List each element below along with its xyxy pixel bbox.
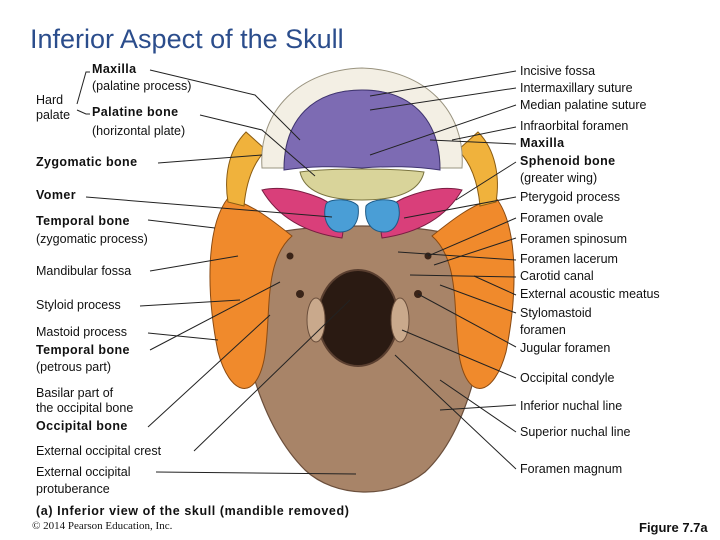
label-external-acoustic-meatus: External acoustic meatus: [520, 287, 660, 301]
label-intermaxillary-suture: Intermaxillary suture: [520, 81, 633, 95]
label-basilar: Basilar part of: [36, 386, 114, 400]
label-stylomastoid: Stylomastoid: [520, 306, 592, 320]
copyright-credit: © 2014 Pearson Education, Inc.: [32, 520, 173, 532]
label-maxilla-left: Maxilla: [92, 62, 137, 76]
label-pterygoid-process: Pterygoid process: [520, 190, 621, 204]
label-basilar-2: the occipital bone: [36, 401, 134, 415]
zygomatic-bone-right-shape: [457, 131, 498, 207]
zygomatic-bone-left-shape: [226, 131, 267, 207]
label-palatine-sub: (horizontal plate): [92, 124, 186, 138]
label-external-occipital-crest: External occipital crest: [36, 444, 162, 458]
label-zygomatic: Zygomatic bone: [36, 155, 138, 169]
label-styloid: Styloid process: [36, 298, 121, 312]
label-vomer: Vomer: [36, 188, 76, 202]
occipital-condyle-left-shape: [306, 297, 326, 343]
label-sphenoid-sub: (greater wing): [520, 171, 598, 185]
label-stylomastoid-2: foramen: [520, 323, 566, 337]
right-leader-lines: [369, 70, 517, 470]
label-temporal-petrous: Temporal bone: [36, 343, 130, 357]
label-hard-palate-text: Hard palate: [36, 93, 71, 122]
foramen-magnum-shape: [317, 269, 399, 367]
maxilla-shape: [283, 89, 441, 171]
label-palatine: Palatine bone: [92, 105, 179, 119]
label-carotid-canal: Carotid canal: [520, 269, 594, 283]
label-mandibular-fossa: Mandibular fossa: [36, 264, 132, 278]
temporal-bone-left-shape: [209, 197, 293, 389]
label-temporal-zygomatic: Temporal bone: [36, 214, 130, 228]
label-jugular-foramen: Jugular foramen: [520, 341, 611, 355]
label-superior-nuchal-line: Superior nuchal line: [520, 425, 631, 439]
left-leader-lines: [76, 69, 357, 475]
label-incisive-fossa: Incisive fossa: [520, 64, 596, 78]
label-infraorbital-foramen: Infraorbital foramen: [520, 119, 629, 133]
label-hard-palate: Hard palate: [36, 93, 70, 123]
figure-caption: (a) Inferior view of the skull (mandible…: [36, 504, 350, 518]
label-inferior-nuchal-line: Inferior nuchal line: [520, 399, 623, 413]
label-foramen-lacerum: Foramen lacerum: [520, 252, 618, 266]
palatine-bone-shape: [299, 168, 425, 201]
label-median-palatine-suture: Median palatine suture: [520, 98, 647, 112]
label-maxilla-sub: (palatine process): [92, 79, 192, 93]
label-foramen-magnum: Foramen magnum: [520, 462, 623, 476]
vomer-shape: [324, 199, 359, 233]
label-foramen-spinosum: Foramen spinosum: [520, 232, 627, 246]
foramen-ovale-shape: [286, 252, 294, 260]
label-external-occipital-protuberance-2: protuberance: [36, 482, 110, 496]
occipital-condyle-right-shape: [390, 297, 410, 343]
vomer-shape-right: [365, 199, 400, 233]
label-foramen-ovale: Foramen ovale: [520, 211, 604, 225]
page-title: Inferior Aspect of the Skull: [30, 24, 344, 54]
label-occipital: Occipital bone: [36, 419, 128, 433]
label-maxilla-right: Maxilla: [520, 136, 565, 150]
label-external-occipital-protuberance: External occipital: [36, 465, 131, 479]
label-temporal-petrous-sub: (petrous part): [36, 360, 112, 374]
label-occipital-condyle: Occipital condyle: [520, 371, 615, 385]
label-mastoid: Mastoid process: [36, 325, 128, 339]
jugular-foramen-shape: [296, 290, 304, 298]
figure-number: Figure 7.7a: [639, 520, 708, 535]
label-sphenoid: Sphenoid bone: [520, 154, 616, 168]
label-temporal-zygomatic-sub: (zygomatic process): [36, 232, 148, 246]
